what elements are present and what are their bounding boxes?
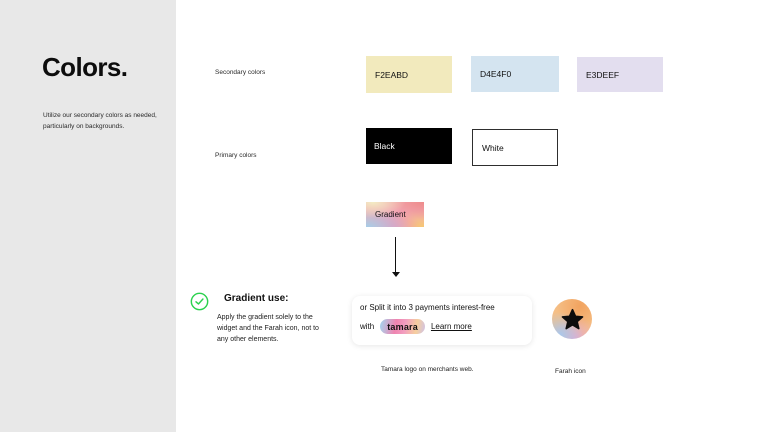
tamara-logo-text: tamara bbox=[387, 321, 418, 332]
widget-logo-row: with tamara Learn more bbox=[360, 319, 472, 334]
swatch-label: F2EABD bbox=[375, 69, 409, 80]
widget-with-label: with bbox=[360, 322, 375, 331]
gradient-use-body: Apply the gradient solely to the widget … bbox=[217, 312, 319, 345]
down-arrow-head-icon bbox=[392, 272, 400, 277]
tamara-widget-card: or Split it into 3 payments interest-fre… bbox=[352, 296, 532, 345]
swatch-black: Black bbox=[366, 128, 452, 164]
sidebar-description-line: Utilize our secondary colors as needed, bbox=[43, 112, 157, 119]
farah-icon bbox=[552, 299, 592, 339]
secondary-colors-label: Secondary colors bbox=[215, 69, 266, 76]
learn-more-link[interactable]: Learn more bbox=[430, 322, 472, 331]
gradient-use-body-line: Apply the gradient solely to the bbox=[217, 314, 313, 321]
sidebar-description: Utilize our secondary colors as needed, … bbox=[43, 110, 173, 132]
gradient-use-body-line: any other elements. bbox=[217, 336, 279, 343]
swatch-gradient: Gradient bbox=[366, 202, 424, 227]
down-arrow-line bbox=[395, 237, 396, 273]
tamara-logo: tamara bbox=[380, 319, 425, 334]
swatch-label: White bbox=[482, 142, 504, 153]
star-icon bbox=[561, 308, 583, 329]
sidebar: Colors. Utilize our secondary colors as … bbox=[0, 0, 176, 432]
swatch-label: Black bbox=[374, 141, 395, 151]
swatch-e3deef: E3DEEF bbox=[577, 57, 663, 92]
gradient-use-heading: Gradient use: bbox=[224, 293, 289, 304]
tamara-widget-caption: Tamara logo on merchants web. bbox=[381, 366, 474, 373]
farah-icon-caption: Farah icon bbox=[555, 368, 586, 375]
page-title: Colors. bbox=[42, 52, 128, 82]
swatch-white: White bbox=[472, 129, 558, 166]
swatch-label: Gradient bbox=[375, 210, 406, 219]
check-circle-icon bbox=[190, 292, 209, 311]
swatch-f2eabd: F2EABD bbox=[366, 56, 452, 93]
swatch-d4e4f0: D4E4F0 bbox=[471, 56, 559, 92]
primary-colors-label: Primary colors bbox=[215, 152, 257, 159]
swatch-label: D4E4F0 bbox=[480, 69, 512, 79]
swatch-label: E3DEEF bbox=[586, 69, 620, 80]
widget-offer-text: or Split it into 3 payments interest-fre… bbox=[360, 303, 495, 312]
sidebar-description-line: particularly on backgrounds. bbox=[43, 123, 125, 130]
gradient-use-body-line: widget and the Farah icon, not to bbox=[217, 325, 319, 332]
